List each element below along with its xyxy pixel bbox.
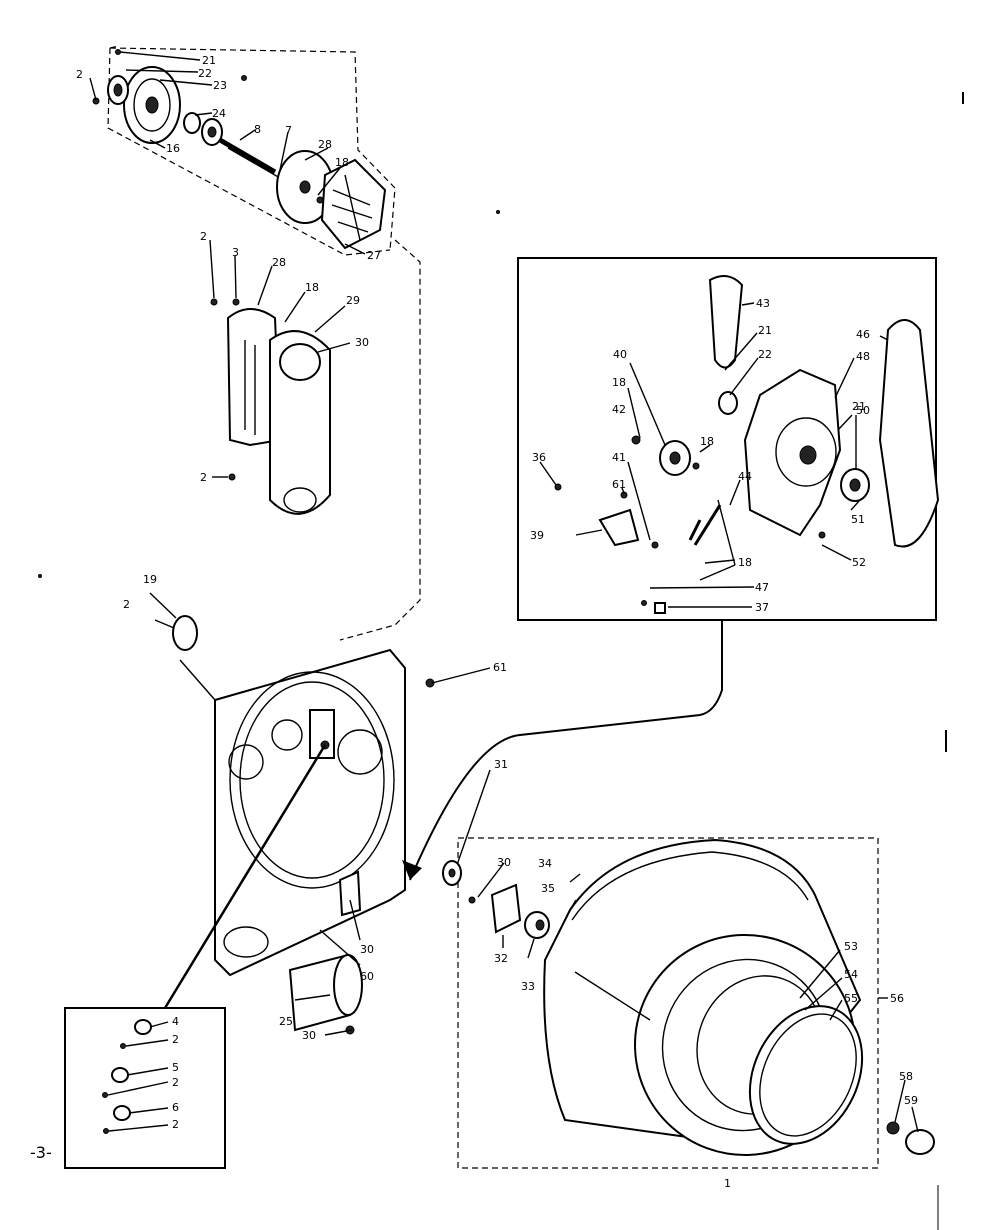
- callout-label: 61: [493, 661, 507, 674]
- callout-label: 2: [200, 471, 207, 484]
- callout-label: 40: [613, 348, 627, 361]
- callout-label: 55: [844, 992, 858, 1005]
- callout-label: 58: [899, 1070, 913, 1083]
- callout-label: 18: [612, 376, 626, 389]
- callout-label: 2: [172, 1076, 179, 1089]
- callout-label: 19: [143, 573, 157, 586]
- callout-label: 2: [200, 230, 207, 243]
- callout-label: 33: [521, 980, 535, 993]
- callout-label: 2: [172, 1033, 179, 1046]
- callout-label: 36: [532, 451, 546, 464]
- callout-label: 48: [856, 350, 870, 363]
- callout-label: 18: [700, 435, 714, 448]
- callout-label: 2: [123, 598, 130, 611]
- callout-label: 16: [166, 142, 180, 155]
- callout-label: 47: [755, 581, 769, 594]
- bearing: [183, 112, 201, 134]
- fan-housing: [320, 158, 387, 250]
- drum-assembly: [442, 769, 935, 1169]
- callout-label: 27: [367, 249, 381, 262]
- callout-label: 37: [755, 601, 769, 614]
- callout-label: 60: [360, 970, 374, 983]
- rear-bulkhead: [149, 592, 491, 1036]
- callout-label: 24: [212, 107, 226, 120]
- callout-labels: 21 22 23 2 24 16 8 7 28 18 27 2 3 28 18 …: [30, 54, 918, 1190]
- callout-label: 43: [756, 297, 770, 310]
- callout-label: 30: [497, 856, 511, 869]
- callout-label: 7: [285, 124, 292, 137]
- callout-label: 21: [852, 400, 866, 413]
- callout-label: 56: [890, 992, 904, 1005]
- callout-label: 59: [904, 1094, 918, 1107]
- duct-assembly: [209, 239, 351, 515]
- callout-label: 50: [856, 404, 870, 417]
- screw: [241, 75, 247, 81]
- callout-label: 51: [851, 513, 865, 526]
- knob-inset: [64, 744, 327, 1169]
- callout-label: 22: [758, 348, 772, 361]
- callout-label: 34: [538, 857, 552, 870]
- callout-label: 32: [494, 952, 508, 965]
- callout-label: 29: [346, 294, 360, 307]
- callout-label: 28: [272, 256, 286, 269]
- callout-label: 46: [856, 328, 870, 341]
- fan-assembly-group: [89, 45, 421, 641]
- callout-label: 44: [738, 470, 752, 483]
- callout-label: 39: [530, 529, 544, 542]
- callout-label: 2: [172, 1118, 179, 1131]
- callout-label: 23: [213, 79, 227, 92]
- page-number: -3-: [30, 1143, 52, 1162]
- callout-label: 1: [724, 1177, 731, 1190]
- callout-label: 30: [302, 1029, 316, 1042]
- callout-label: 8: [254, 123, 261, 136]
- callout-label: 41: [612, 451, 626, 464]
- callout-label: 31: [494, 758, 508, 771]
- belt-idler-inset: [402, 257, 940, 881]
- callout-label: 6: [172, 1101, 179, 1114]
- callout-label: 30: [355, 336, 369, 349]
- callout-label: 21: [758, 324, 772, 337]
- callout-label: 4: [172, 1015, 179, 1028]
- callout-label: 3: [232, 246, 239, 259]
- callout-label: 21: [202, 54, 216, 67]
- callout-label: 54: [844, 968, 858, 981]
- callout-label: 25: [279, 1015, 293, 1028]
- callout-label: 18: [305, 281, 319, 294]
- callout-label: 53: [844, 940, 858, 953]
- callout-label: 22: [198, 67, 212, 80]
- callout-label: 18: [335, 156, 349, 169]
- callout-label: 30: [360, 943, 374, 956]
- callout-label: 35: [541, 882, 555, 895]
- callout-label: 2: [76, 68, 83, 81]
- callout-label: 5: [172, 1061, 179, 1074]
- callout-label: 18: [738, 556, 752, 569]
- gasket: [172, 615, 198, 651]
- callout-label: 42: [612, 403, 626, 416]
- clip: [316, 196, 324, 204]
- callout-label: 28: [318, 138, 332, 151]
- screw: [115, 49, 121, 55]
- callout-label: 52: [852, 556, 866, 569]
- callout-label: 61: [612, 478, 626, 491]
